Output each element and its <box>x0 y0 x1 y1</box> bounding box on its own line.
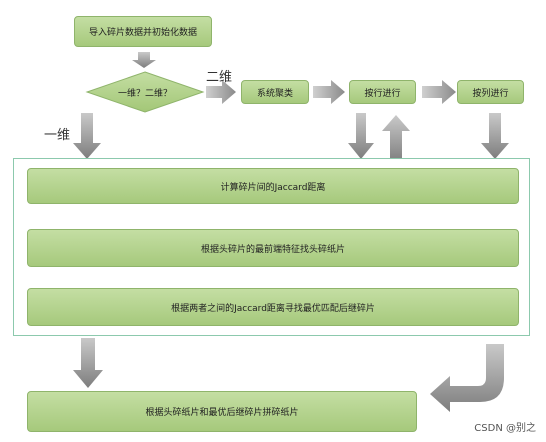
watermark: CSDN @别之 <box>474 423 536 434</box>
final-box: 根据头碎纸片和最优后继碎片拼碎纸片 <box>27 391 417 432</box>
arrow-row-to-col <box>422 80 456 104</box>
arrow-cluster-to-row <box>313 80 345 104</box>
arrow-decision-to-cluster <box>206 80 236 104</box>
arrow-curve-into-final <box>430 344 504 412</box>
decision-label: 一维？二维？ <box>117 88 172 99</box>
step-find-head-box: 根据头碎片的最前端特征找头碎纸片 <box>27 229 519 267</box>
start-box: 导入碎片数据并初始化数据 <box>74 16 212 47</box>
arrow-panel-to-final <box>73 338 103 388</box>
arrow-start-to-decision <box>132 52 156 68</box>
cluster-box: 系统聚类 <box>241 80 309 104</box>
step-jaccard-box: 计算碎片间的Jaccard距离 <box>27 168 519 204</box>
arrow-col-down <box>481 113 509 159</box>
by-row-box: 按行进行 <box>349 80 416 104</box>
step-match-box: 根据两者之间的Jaccard距离寻找最优匹配后继碎片 <box>27 288 519 326</box>
arrow-up-to-row <box>382 115 410 163</box>
arrow-row-down <box>348 113 374 159</box>
decision-diamond <box>85 71 205 113</box>
by-col-box: 按列进行 <box>457 80 524 104</box>
arrow-1d-down <box>73 113 101 159</box>
branch-1d-label: 一维 <box>44 128 71 143</box>
branch-2d-label: 二维 <box>206 70 233 85</box>
